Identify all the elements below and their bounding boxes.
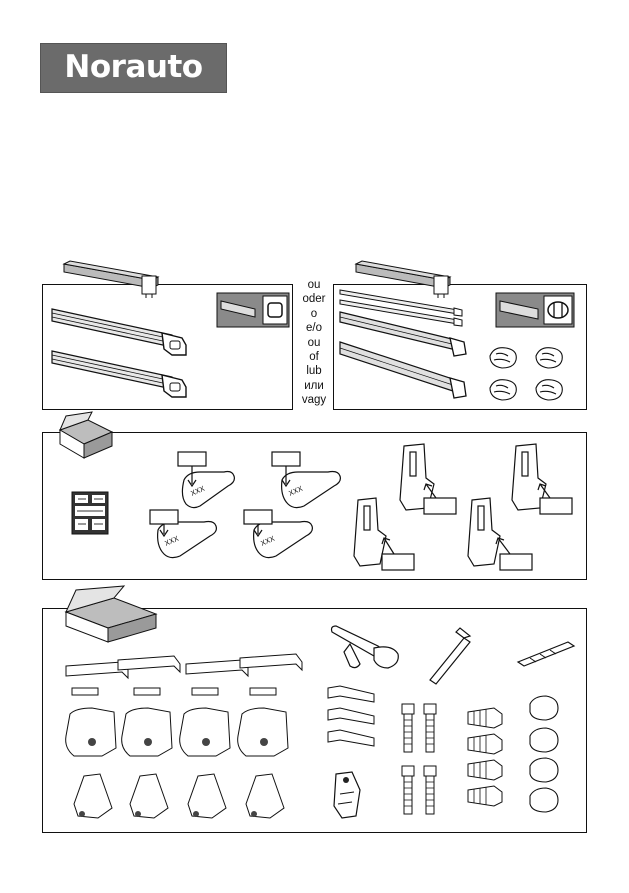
or-word: или <box>296 379 332 393</box>
lock-barrel <box>324 770 364 820</box>
roof-bar-sketch-left <box>60 258 170 300</box>
or-word: e/o <box>296 321 332 335</box>
or-word: of <box>296 350 332 364</box>
t-bolts <box>324 684 380 754</box>
norauto-logo: Norauto <box>40 43 227 93</box>
allen-key <box>424 628 474 684</box>
logo-text: Norauto <box>41 49 226 85</box>
wedge-strip <box>516 638 576 668</box>
threaded-inserts <box>464 706 510 810</box>
t-key <box>328 624 404 674</box>
mount-brackets <box>62 652 312 822</box>
or-word: lub <box>296 364 332 378</box>
instruction-card <box>72 492 108 534</box>
kit-box-icon <box>58 412 114 460</box>
or-word: ou <box>296 278 332 292</box>
or-word: o <box>296 307 332 321</box>
hex-bolts <box>398 702 444 818</box>
steel-bar-2 <box>50 345 195 401</box>
or-word: ou <box>296 336 332 350</box>
steel-bar-profile-inset <box>217 293 289 327</box>
end-caps <box>486 344 578 406</box>
foot-caps <box>524 694 568 816</box>
foot-clips <box>344 438 580 572</box>
alu-bars <box>338 288 473 406</box>
or-word: oder <box>296 292 332 306</box>
hardware-box-icon <box>64 586 160 644</box>
alu-bar-profile-inset <box>496 293 574 327</box>
rubber-pads: XXX XXX XXX XXX <box>148 450 358 572</box>
or-word: vagy <box>296 393 332 407</box>
or-translations: ou oder o e/o ou of lub или vagy <box>296 278 332 408</box>
